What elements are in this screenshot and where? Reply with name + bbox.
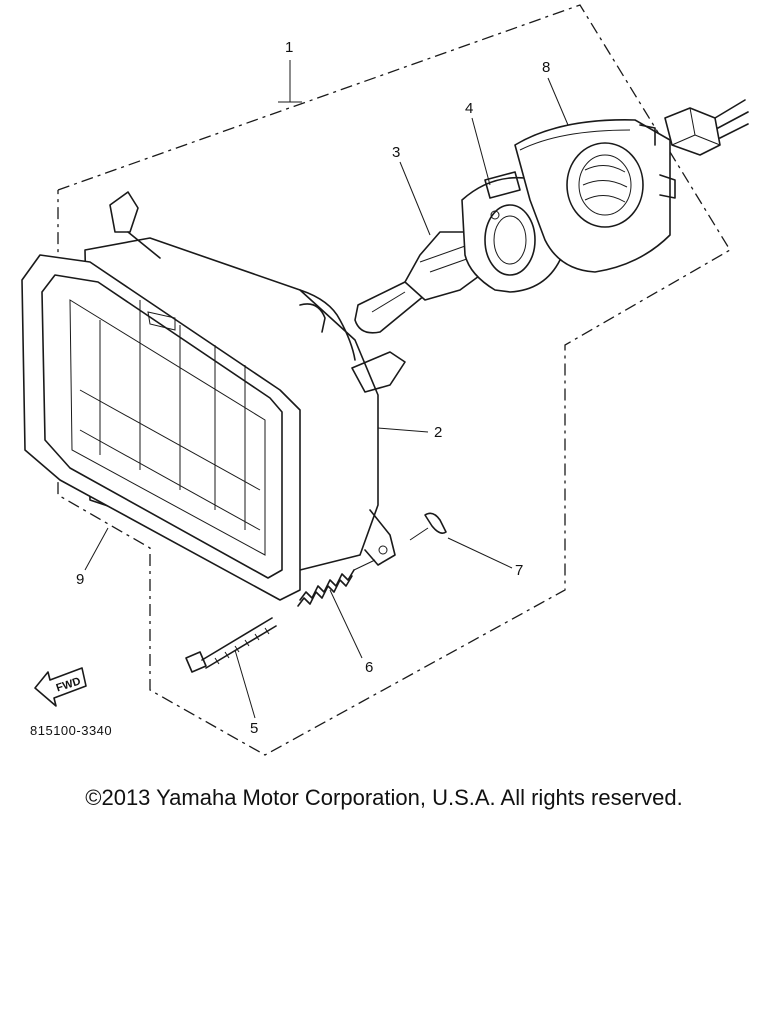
callout-3: 3 bbox=[392, 144, 400, 161]
copyright-notice: ©2013 Yamaha Motor Corporation, U.S.A. A… bbox=[85, 785, 683, 810]
callout-8: 8 bbox=[542, 59, 550, 76]
headlight-rim bbox=[21, 254, 301, 601]
callout-1: 1 bbox=[285, 39, 293, 56]
callout-7: 7 bbox=[515, 562, 523, 579]
assembly-boundary bbox=[57, 4, 731, 756]
leader-lines bbox=[84, 77, 569, 719]
wire-connector bbox=[664, 99, 749, 156]
headlight-exploded-diagram: FWD 1 2 3 4 5 6 7 8 9 815100-3340 bbox=[21, 4, 749, 756]
forward-arrow-icon: FWD bbox=[34, 667, 87, 707]
callout-6: 6 bbox=[365, 659, 373, 676]
retaining-clip bbox=[409, 512, 447, 541]
callout-5: 5 bbox=[250, 720, 258, 737]
adjuster-spring bbox=[297, 559, 376, 607]
rubber-cover bbox=[514, 119, 676, 273]
callout-4: 4 bbox=[465, 100, 473, 117]
adjusting-screw bbox=[185, 617, 277, 673]
callout-9: 9 bbox=[76, 571, 84, 588]
callout-2: 2 bbox=[434, 424, 442, 441]
diagram-part-code: 815100-3340 bbox=[30, 723, 112, 738]
